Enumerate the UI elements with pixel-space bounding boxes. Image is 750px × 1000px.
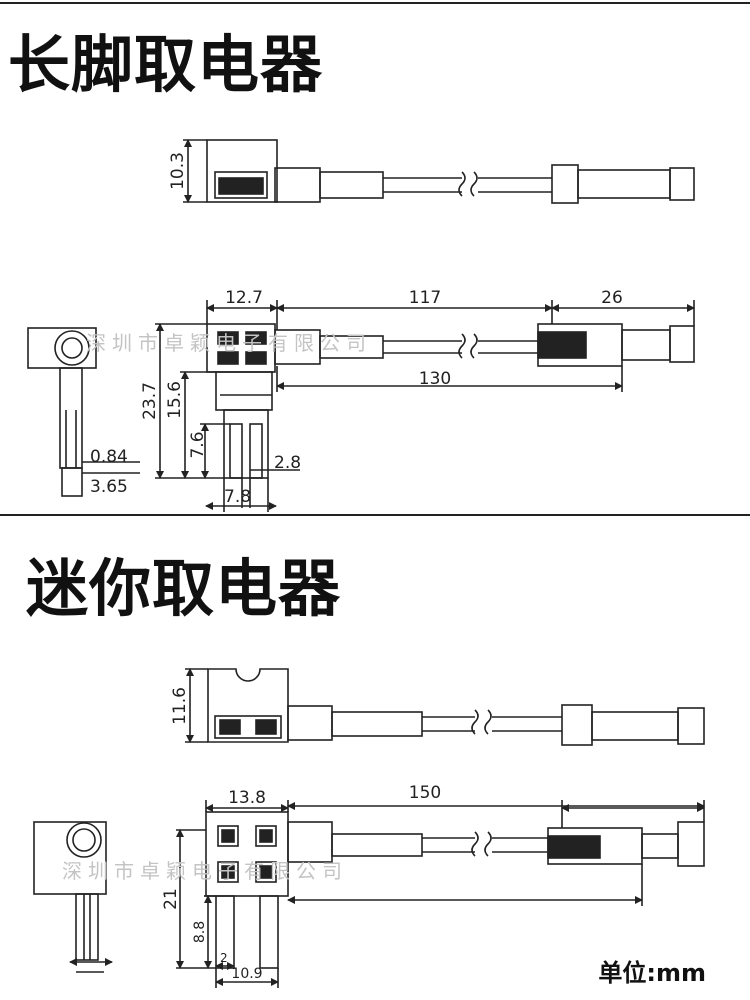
dim-label: 2.8	[274, 453, 301, 473]
dim-label: 2	[220, 951, 228, 965]
dim-label: 117	[409, 288, 441, 308]
unit-label: 单位:mm	[598, 959, 706, 987]
section-divider	[0, 514, 750, 516]
dim-label: 12.7	[225, 288, 263, 308]
dim-label: 10.9	[231, 966, 262, 982]
dim-label: 7.8	[224, 487, 251, 507]
mini-front-view	[176, 800, 705, 988]
watermark-text: 深圳市卓颖电子有限公司	[86, 331, 372, 355]
top-border	[0, 2, 750, 4]
dim-label: 130	[419, 369, 451, 389]
dim-label: 13.8	[228, 788, 266, 808]
long-side-view	[27, 327, 140, 497]
dim-label: 0.84	[90, 447, 128, 467]
dim-label: 3.65	[90, 477, 128, 497]
watermark-text: 深圳市卓颖电子有限公司	[62, 859, 348, 883]
dim-label: 150	[409, 783, 441, 803]
section-title-long-pin: 长脚取电器	[8, 28, 324, 101]
mini-side-view	[33, 821, 113, 973]
long-top-view	[183, 139, 695, 204]
section-title-mini: 迷你取电器	[26, 552, 342, 625]
dim-label: 11.6	[170, 687, 190, 725]
long-front-view	[155, 300, 695, 512]
dim-label: 21	[161, 888, 181, 910]
dim-label: 7.6	[188, 431, 208, 458]
dim-label: 15.6	[165, 381, 185, 419]
dim-label: 26	[601, 288, 623, 308]
dim-label: 8.8	[192, 921, 208, 943]
dim-label: 10.3	[168, 152, 188, 190]
mini-top-view	[185, 668, 705, 746]
dim-label: 23.7	[140, 382, 160, 420]
